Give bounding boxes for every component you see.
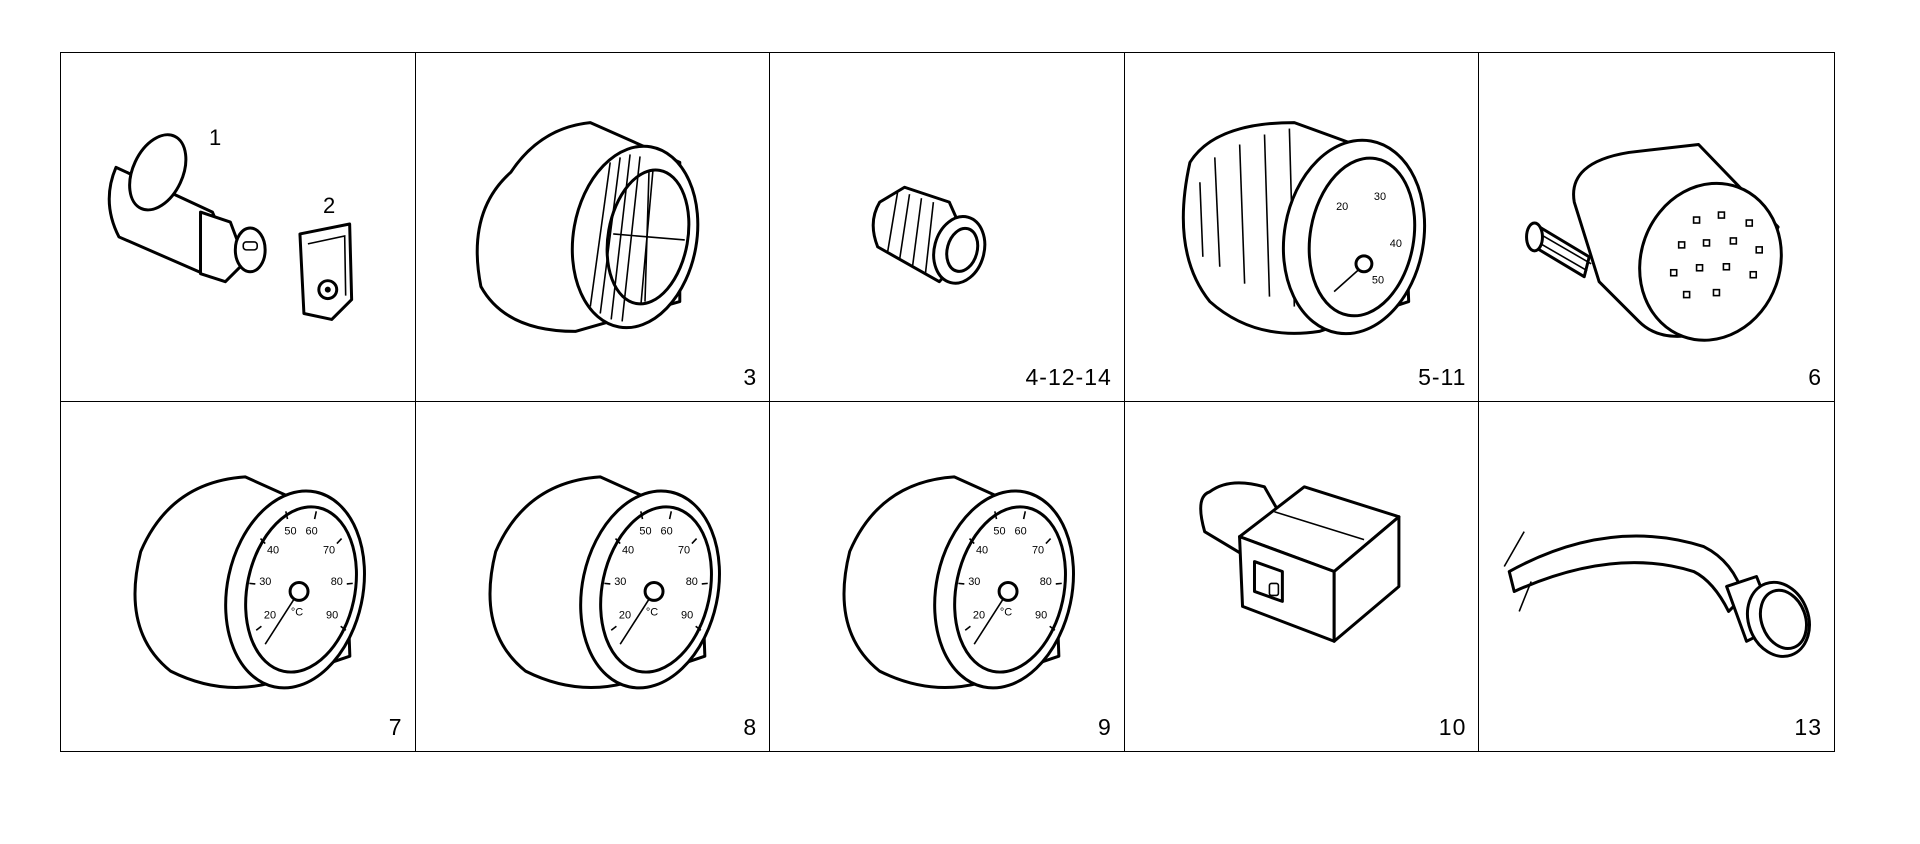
- part-cell-1-2[interactable]: 1 2: [61, 53, 416, 402]
- sensor-and-clip-icon: [107, 133, 354, 321]
- part-cell-5-11[interactable]: 20 30 40 50 5-11: [1124, 53, 1480, 402]
- part-cell-13[interactable]: 13: [1479, 402, 1834, 751]
- gauge-scale-number: 90: [326, 609, 338, 621]
- part-number-label: 8: [743, 714, 758, 740]
- gauge-scale-number: 50: [639, 525, 651, 537]
- gauge-scale-number: 20: [264, 609, 276, 621]
- gauge-scale-number: 40: [976, 544, 988, 556]
- part-number-label: 5-11: [1418, 364, 1467, 390]
- callout-2: 2: [323, 193, 336, 218]
- svg-text:30: 30: [1374, 191, 1386, 203]
- gauge-scale-number: 40: [622, 544, 634, 556]
- gauge-scale-number: 80: [1040, 576, 1052, 588]
- part-number-label: 4-12-14: [1025, 364, 1112, 390]
- gauge-unit-label: °C: [646, 606, 658, 618]
- svg-text:20: 20: [1336, 201, 1348, 213]
- gauge-scale-number: 30: [968, 576, 980, 588]
- clip-icon: [298, 222, 354, 321]
- svg-text:40: 40: [1390, 238, 1402, 250]
- callout-1: 1: [209, 125, 222, 150]
- part-number-label: 9: [1098, 714, 1112, 740]
- parts-diagram-grid: 1 2 3 4-12-14: [60, 52, 1835, 752]
- part-cell-10[interactable]: 10: [1125, 402, 1480, 751]
- gauge-scale-number: 20: [973, 609, 985, 621]
- part-cell-3[interactable]: 3: [415, 53, 771, 402]
- tachometer-gauge-icon: 20 30 40 50: [1181, 121, 1426, 336]
- small-plug-icon: [871, 185, 987, 285]
- gauge-scale-number: 60: [660, 525, 672, 537]
- part-number-label: 13: [1794, 714, 1822, 740]
- gauge-scale-number: 70: [678, 544, 690, 556]
- part-number-label: 3: [743, 364, 758, 390]
- cable-with-round-connector-icon: [1503, 531, 1812, 658]
- part-number-label: 10: [1438, 714, 1467, 740]
- temperature-gauge-icon: 20 30 40 50 60 70 80 90 °C: [488, 475, 721, 690]
- sensor-icon: [107, 133, 267, 284]
- gauge-unit-label: °C: [291, 606, 303, 618]
- buzzer-icon: [475, 121, 699, 333]
- temperature-gauge-icon: 20 30 40 50 60 70 80 90 °C: [133, 475, 366, 690]
- gauge-scale-number: 30: [614, 576, 626, 588]
- multi-pin-connector-icon: [1199, 481, 1401, 643]
- part-number-label: 6: [1808, 364, 1822, 390]
- gauge-scale-number: 70: [1032, 544, 1044, 556]
- gauge-scale-number: 50: [284, 525, 296, 537]
- gauge-scale-number: 90: [681, 609, 693, 621]
- part-cell-6[interactable]: 6: [1479, 53, 1834, 402]
- temperature-gauge-icon: 20 30 40 50 60 70 80 90 °C: [842, 475, 1076, 690]
- gauge-scale-number: 30: [259, 576, 271, 588]
- gauge-unit-label: °C: [1000, 606, 1012, 618]
- gauge-scale-number: 20: [618, 609, 630, 621]
- svg-text:50: 50: [1372, 275, 1384, 287]
- part-cell-8[interactable]: 20 30 40 50 60 70 80 90 °C 8: [416, 402, 771, 751]
- gauge-scale-number: 40: [267, 544, 279, 556]
- gauge-scale-number: 90: [1035, 609, 1047, 621]
- part-cell-4-12-14[interactable]: 4-12-14: [770, 53, 1125, 402]
- gauge-scale-number: 80: [331, 576, 343, 588]
- gauge-scale-number: 80: [685, 576, 697, 588]
- warning-light-cluster-icon: [1525, 142, 1784, 342]
- part-cell-7[interactable]: 20 30 40 50 60 70 80 90 °C 7: [61, 402, 416, 751]
- gauge-scale-number: 60: [306, 525, 318, 537]
- gauge-scale-number: 70: [323, 544, 335, 556]
- part-cell-9[interactable]: 20 30 40 50 60 70 80 90 °C 9: [770, 402, 1125, 751]
- gauge-scale-number: 60: [1015, 525, 1027, 537]
- gauge-scale-number: 50: [994, 525, 1006, 537]
- part-number-label: 7: [388, 714, 403, 740]
